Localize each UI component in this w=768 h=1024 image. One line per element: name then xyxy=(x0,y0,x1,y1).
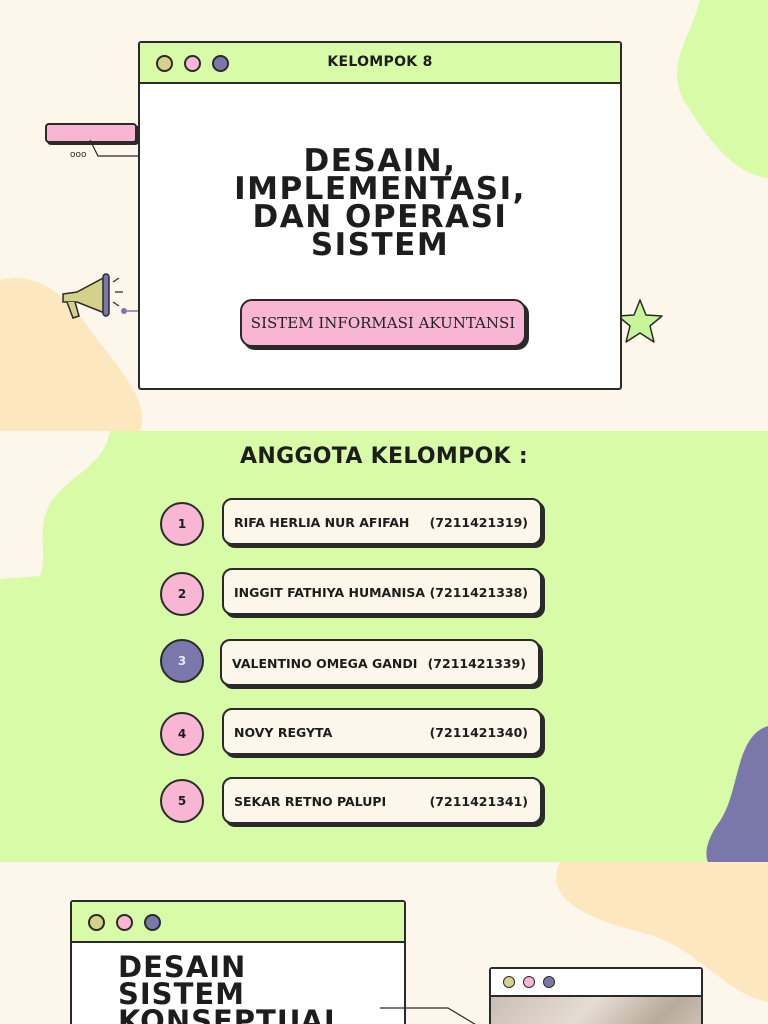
photo-image xyxy=(491,997,701,1024)
image-window xyxy=(489,967,703,1024)
member-number-badge: 3 xyxy=(160,639,204,683)
member-card: SEKAR RETNO PALUPI (7211421341) xyxy=(222,777,542,824)
window-dot-purple xyxy=(543,976,555,988)
window-dot-pink xyxy=(523,976,535,988)
background-blob-peach xyxy=(556,862,768,1002)
svg-text:ooo: ooo xyxy=(70,150,87,160)
window-title-bar xyxy=(491,969,701,997)
member-card: NOVY REGYTA (7211421340) xyxy=(222,708,542,755)
member-id: (7211421341) xyxy=(429,794,528,809)
slide-members: ANGGOTA KELOMPOK : 1 RIFA HERLIA NUR AFI… xyxy=(0,431,768,862)
window-dot-pink xyxy=(116,914,133,931)
title-line: IMPLEMENTASI, xyxy=(234,171,526,207)
member-id: (7211421319) xyxy=(429,515,528,530)
window-title-bar xyxy=(72,902,404,943)
member-id: (7211421339) xyxy=(427,656,526,671)
member-name: INGGIT FATHIYA HUMANISA xyxy=(234,585,426,600)
member-id: (7211421338) xyxy=(429,585,528,600)
member-number-badge: 5 xyxy=(160,779,204,823)
main-title: DESAIN, IMPLEMENTASI, DAN OPERASI SISTEM xyxy=(140,143,620,263)
member-number-badge: 4 xyxy=(160,712,204,756)
title-line: DAN OPERASI xyxy=(252,199,508,235)
conceptual-window: DESAIN SISTEM KONSEPTUAL xyxy=(70,900,406,1024)
background-blob-top-right xyxy=(0,0,768,431)
title-window: KELOMPOK 8 DESAIN, IMPLEMENTASI, DAN OPE… xyxy=(138,41,622,390)
window-title-bar: KELOMPOK 8 xyxy=(140,43,620,84)
connector-line-right xyxy=(380,1007,476,1024)
member-id: (7211421340) xyxy=(429,725,528,740)
title-line: DESAIN, xyxy=(303,143,457,179)
slide-conceptual: DESAIN SISTEM KONSEPTUAL xyxy=(0,862,768,1024)
member-card: INGGIT FATHIYA HUMANISA (7211421338) xyxy=(222,568,542,615)
group-label: KELOMPOK 8 xyxy=(327,54,433,70)
subtitle-text: SISTEM INFORMASI AKUNTANSI xyxy=(250,314,516,332)
window-dot-pink xyxy=(184,55,201,72)
member-number-badge: 2 xyxy=(160,572,204,616)
window-dot-purple xyxy=(212,55,229,72)
members-heading: ANGGOTA KELOMPOK : xyxy=(240,444,528,469)
window-dot-purple xyxy=(144,914,161,931)
slide-title: ooo KELOMPOK 8 DESAIN, IMPLEMENTASI, DAN… xyxy=(0,0,768,431)
background-blobs xyxy=(0,431,768,862)
member-name: VALENTINO OMEGA GANDI xyxy=(232,656,418,671)
member-name: RIFA HERLIA NUR AFIFAH xyxy=(234,515,410,530)
window-dot-yellow xyxy=(503,976,515,988)
member-name: NOVY REGYTA xyxy=(234,725,333,740)
member-name: SEKAR RETNO PALUPI xyxy=(234,794,387,809)
member-card: RIFA HERLIA NUR AFIFAH (7211421319) xyxy=(222,498,542,545)
window-dot-yellow xyxy=(88,914,105,931)
window-dot-yellow xyxy=(156,55,173,72)
subtitle-pill: SISTEM INFORMASI AKUNTANSI xyxy=(240,299,526,347)
title-line: SISTEM xyxy=(310,227,450,263)
member-number-badge: 1 xyxy=(160,502,204,546)
member-card: VALENTINO OMEGA GANDI (7211421339) xyxy=(220,639,540,686)
section-title: DESAIN SISTEM KONSEPTUAL xyxy=(118,950,344,1024)
